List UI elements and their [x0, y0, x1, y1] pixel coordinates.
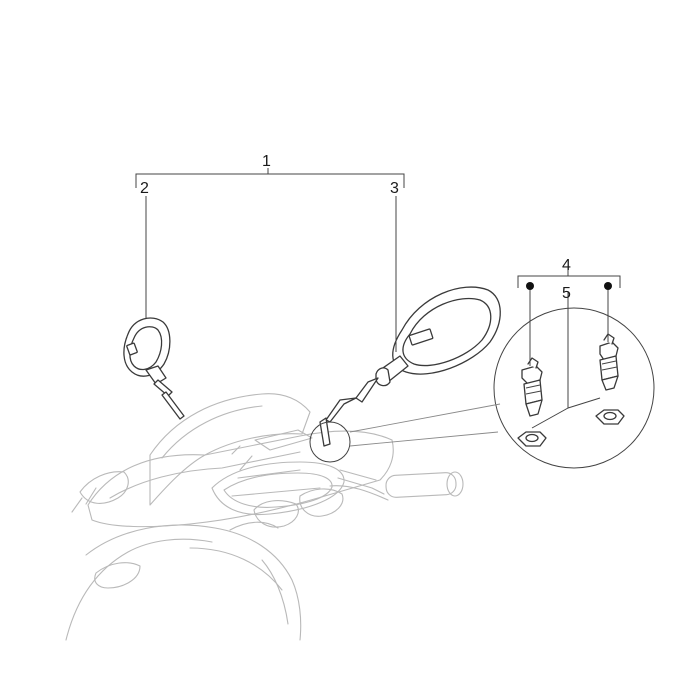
right-rear-view-mirror [319, 286, 501, 447]
left-mirror-screw [521, 357, 543, 417]
callout-bracket-4 [517, 268, 621, 366]
left-rear-view-mirror [123, 317, 185, 420]
callout-dot-left [526, 282, 534, 290]
callout-number-2: 2 [140, 180, 149, 197]
detail-inset-circle [493, 307, 655, 469]
scooter-front-outline [65, 393, 464, 641]
callout-number-4: 4 [562, 257, 571, 274]
right-mirror-screw [599, 333, 619, 391]
left-nut [517, 431, 547, 447]
callout-bracket-1 [135, 168, 405, 188]
right-nut [595, 409, 625, 425]
fastener-detail-inset [349, 292, 655, 469]
callout-number-3: 3 [390, 180, 399, 197]
callout-number-5: 5 [562, 285, 571, 302]
callout-dot-right [604, 282, 612, 290]
detail-magnifier-small [309, 421, 351, 463]
callout-number-1: 1 [262, 153, 271, 170]
